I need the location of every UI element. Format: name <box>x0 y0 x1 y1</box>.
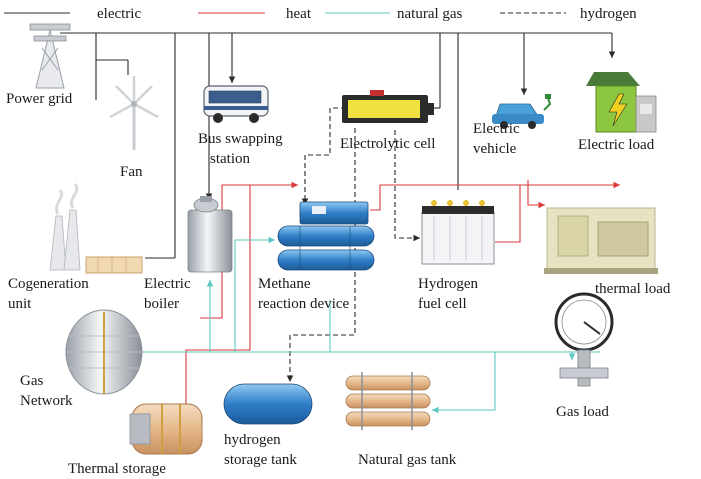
gas-network-label-line1: Gas <box>20 373 43 389</box>
thermal-storage-label: Thermal storage <box>68 461 166 477</box>
methane-label-line1: Methane <box>258 276 311 292</box>
legend-heat-label: heat <box>286 6 312 22</box>
bus-icon <box>203 85 269 123</box>
methane-reaction-device-icon <box>277 201 375 271</box>
gas-to-methane <box>234 236 275 352</box>
h2-tank-label-line1: hydrogen <box>224 432 281 448</box>
thermal-load-label: thermal load <box>595 281 671 297</box>
gas-to-tank <box>432 352 496 414</box>
thermal-load-icon <box>544 207 658 274</box>
cogeneration-label-line2: unit <box>8 296 32 312</box>
bus-label-line2: station <box>210 151 250 167</box>
hydrogen-fuel-cell-icon <box>421 200 495 265</box>
electric-vehicle-icon <box>492 94 552 129</box>
h2-tank-label-line2: storage tank <box>224 452 297 468</box>
power-grid-label: Power grid <box>6 91 73 107</box>
gas-network-icon <box>65 309 143 395</box>
natural-gas-tank-icon <box>345 372 431 430</box>
legend-electric-label: electric <box>97 6 141 22</box>
methane-label-line2: reaction device <box>258 296 350 312</box>
gas-load-label: Gas load <box>556 404 609 420</box>
boiler-label-line1: Electric <box>144 276 191 292</box>
fan-label: Fan <box>120 164 143 180</box>
power-grid-icon <box>29 23 71 89</box>
fuel-cell-label-line1: Hydrogen <box>418 276 478 292</box>
heat-to-thermal-load <box>527 180 545 209</box>
ev-label-line1: Electric <box>473 121 520 137</box>
electric-load-label: Electric load <box>578 137 655 153</box>
heat-fuelcell-link <box>495 185 521 243</box>
ng-tank-label: Natural gas tank <box>358 452 457 468</box>
gas-load-icon <box>554 292 614 387</box>
cogeneration-unit-icon <box>49 183 143 274</box>
electrolytic-cell-icon <box>342 90 434 123</box>
fuel-cell-label-line2: fuel cell <box>418 296 467 312</box>
heat-methane-to-load <box>370 181 620 211</box>
connections <box>60 32 620 414</box>
legend: electric heat natural gas hydrogen <box>4 6 637 22</box>
boiler-label-line2: boiler <box>144 296 179 312</box>
electric-boiler-icon <box>187 196 233 273</box>
legend-hydrogen-label: hydrogen <box>580 6 637 22</box>
legend-natural-gas-label: natural gas <box>397 6 463 22</box>
hydrogen-to-fuelcell <box>394 130 420 242</box>
hydrogen-to-methane <box>301 107 346 205</box>
electric-load-icon <box>586 72 657 133</box>
gas-network-label-line2: Network <box>20 393 73 409</box>
thermal-storage-icon <box>129 403 203 455</box>
hydrogen-storage-tank-icon <box>223 383 313 425</box>
electrolytic-cell-label: Electrolytic cell <box>340 136 435 152</box>
ev-label-line2: vehicle <box>473 141 517 157</box>
cogeneration-label-line1: Cogeneration <box>8 276 89 292</box>
fan-icon <box>109 76 159 150</box>
bus-label-line1: Bus swapping <box>198 131 283 147</box>
